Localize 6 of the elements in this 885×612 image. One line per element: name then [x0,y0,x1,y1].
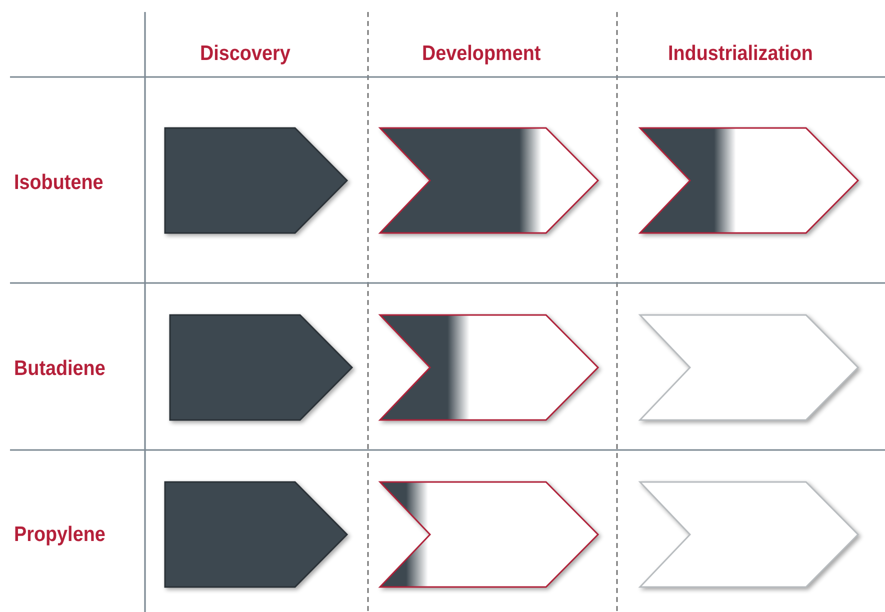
row-header: Isobutene [14,171,104,195]
column-header: Development [422,42,541,66]
column-header: Industrialization [668,42,813,66]
row-header: Propylene [14,523,106,547]
column-header: Discovery [200,42,290,66]
row-header: Butadiene [14,357,106,381]
